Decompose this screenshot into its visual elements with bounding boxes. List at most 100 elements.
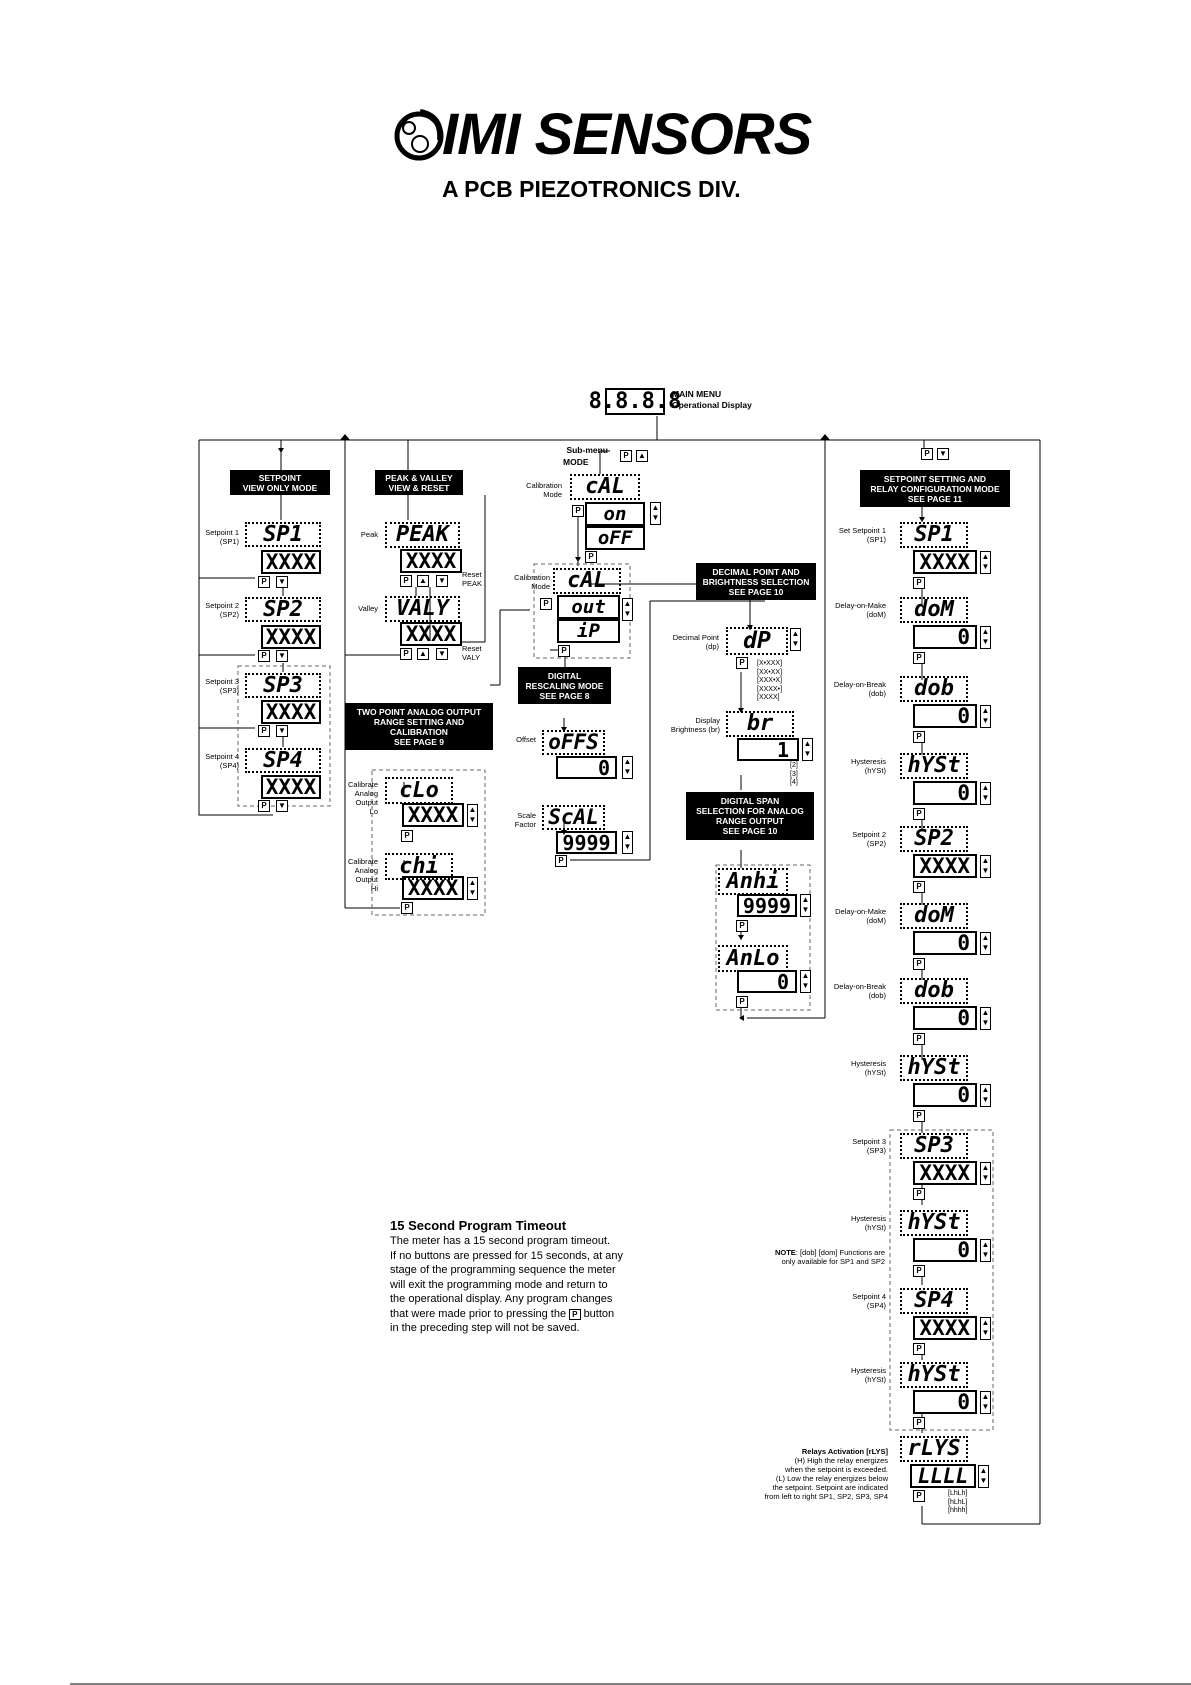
up-down-buttons[interactable]: ▲▼	[980, 551, 991, 574]
p-button[interactable]: P	[620, 450, 632, 462]
config-item-value: 0	[913, 1238, 977, 1262]
up-down-buttons[interactable]: ▲▼	[467, 877, 478, 900]
up-button[interactable]: ▲	[417, 575, 429, 587]
p-button[interactable]: P	[913, 958, 925, 970]
config-item-value: 0	[913, 931, 977, 955]
up-down-buttons[interactable]: ▲▼	[980, 855, 991, 878]
p-button[interactable]: P	[258, 725, 270, 737]
up-down-buttons[interactable]: ▲▼	[980, 1239, 991, 1262]
p-button[interactable]: P	[400, 648, 412, 660]
setpoint-1-code: SP1	[245, 522, 321, 547]
p-button[interactable]: P	[736, 996, 748, 1008]
p-button[interactable]: P	[913, 1188, 925, 1200]
calibration-code-2: cAL	[553, 568, 621, 594]
span-hi-value: 9999	[737, 894, 797, 917]
up-down-buttons[interactable]: ▲▼	[800, 970, 811, 993]
config-item-code: SP1	[900, 522, 968, 548]
up-down-buttons[interactable]: ▲▼	[622, 598, 633, 621]
down-button[interactable]: ▼	[276, 800, 288, 812]
down-button[interactable]: ▼	[276, 650, 288, 662]
up-down-buttons[interactable]: ▲▼	[790, 628, 801, 651]
config-item-label: Hysteresis(hYSt)	[850, 1059, 886, 1077]
up-down-buttons[interactable]: ▲▼	[980, 782, 991, 805]
up-down-buttons[interactable]: ▲▼	[622, 756, 633, 779]
up-down-buttons[interactable]: ▲▼	[980, 1007, 991, 1030]
offset-code: oFFS	[542, 730, 605, 755]
setpoint-3-value: XXXX	[261, 700, 321, 724]
up-button[interactable]: ▲	[417, 648, 429, 660]
up-down-buttons[interactable]: ▲▼	[980, 705, 991, 728]
p-button[interactable]: P	[913, 1417, 925, 1429]
main-menu-display: 8.8.8.8	[588, 388, 682, 415]
up-down-buttons[interactable]: ▲▼	[467, 804, 478, 827]
down-button[interactable]: ▼	[937, 448, 949, 460]
up-down-buttons[interactable]: ▲▼	[978, 1465, 989, 1488]
valley-label: Valley	[358, 604, 378, 613]
p-button[interactable]: P	[913, 577, 925, 589]
config-item-label: Delay-on-Make(doM)	[835, 601, 886, 619]
p-button[interactable]: P	[913, 808, 925, 820]
setpoint-2-label: Setpoint 2(SP2)	[205, 601, 239, 619]
p-button[interactable]: P	[555, 855, 567, 867]
decimal-point-code: dP	[726, 627, 788, 655]
up-button[interactable]: ▲	[636, 450, 648, 462]
down-button[interactable]: ▼	[276, 725, 288, 737]
up-down-buttons[interactable]: ▲▼	[980, 626, 991, 649]
p-button[interactable]: P	[572, 505, 584, 517]
p-button[interactable]: P	[401, 830, 413, 842]
p-button[interactable]: P	[913, 1343, 925, 1355]
p-button[interactable]: P	[913, 1110, 925, 1122]
up-down-buttons[interactable]: ▲▼	[622, 831, 633, 854]
config-item-label: Hysteresis(hYSt)	[850, 1214, 886, 1232]
config-item-value: 0	[913, 1390, 977, 1414]
up-down-buttons[interactable]: ▲▼	[980, 1084, 991, 1107]
p-button[interactable]: P	[258, 650, 270, 662]
p-button[interactable]: P	[921, 448, 933, 460]
p-button[interactable]: P	[585, 551, 597, 563]
p-button[interactable]: P	[913, 1265, 925, 1277]
p-button[interactable]: P	[558, 645, 570, 657]
decimal-point-options: [X•XXX][XX•XX][XXX•X][XXXX•][XXXX]	[757, 660, 783, 701]
p-button[interactable]: P	[400, 575, 412, 587]
setpoint-1-label: Setpoint 1(SP1)	[205, 528, 239, 546]
down-button[interactable]: ▼	[436, 648, 448, 660]
down-button[interactable]: ▼	[276, 576, 288, 588]
p-button[interactable]: P	[401, 902, 413, 914]
p-button[interactable]: P	[913, 652, 925, 664]
up-down-buttons[interactable]: ▲▼	[800, 894, 811, 917]
up-down-buttons[interactable]: ▲▼	[802, 738, 813, 761]
config-item-label: Setpoint 4(SP4)	[852, 1292, 886, 1310]
submenu-mode: MODE	[563, 457, 589, 467]
down-button[interactable]: ▼	[436, 575, 448, 587]
p-button[interactable]: P	[913, 1033, 925, 1045]
config-item-code: hYSt	[900, 753, 968, 779]
p-button[interactable]: P	[913, 1490, 925, 1502]
up-down-buttons[interactable]: ▲▼	[980, 1391, 991, 1414]
p-button[interactable]: P	[258, 576, 270, 588]
p-button[interactable]: P	[258, 800, 270, 812]
config-item-label: Hysteresis(hYSt)	[850, 757, 886, 775]
up-down-buttons[interactable]: ▲▼	[650, 502, 661, 525]
up-down-buttons[interactable]: ▲▼	[980, 1162, 991, 1185]
peak-label: Peak	[360, 530, 378, 539]
up-down-buttons[interactable]: ▲▼	[980, 1317, 991, 1340]
main-menu-subtitle: Operational Display	[672, 400, 752, 410]
setpoint-4-code: SP4	[245, 748, 321, 773]
p-button[interactable]: P	[736, 657, 748, 669]
setpoint-3-label: Setpoint 3(SP3)	[205, 677, 239, 695]
p-button[interactable]: P	[736, 920, 748, 932]
config-item-code: dob	[900, 676, 968, 702]
p-button[interactable]: P	[913, 731, 925, 743]
config-item-code: dob	[900, 978, 968, 1004]
config-item-value: 0	[913, 625, 977, 649]
up-down-buttons[interactable]: ▲▼	[980, 932, 991, 955]
peak-code: PEAK	[385, 522, 460, 548]
logo: IMI SENSORS A PCB PIEZOTRONICS DIV.	[390, 100, 840, 220]
calibration-ip: iP	[557, 619, 620, 643]
p-button[interactable]: P	[540, 598, 552, 610]
p-button[interactable]: P	[913, 881, 925, 893]
main-menu-title: MAIN MENU	[672, 389, 722, 399]
